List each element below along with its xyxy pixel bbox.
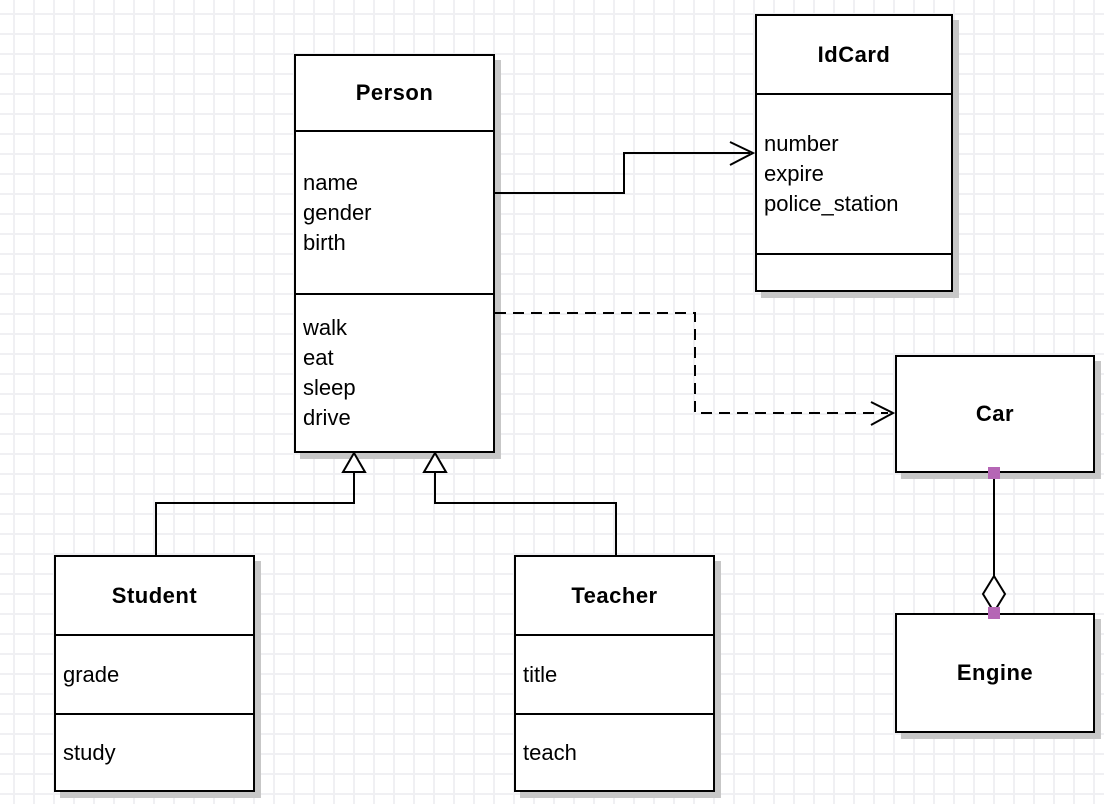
class-teacher-title: Teacher [571, 582, 658, 608]
class-car-title: Car [975, 401, 1015, 426]
class-person-title: Person [355, 80, 434, 105]
class-idcard-attributes: number expire police_station [757, 93, 951, 253]
association-line[interactable] [495, 152, 750, 194]
class-idcard[interactable]: IdCard number expire police_station [755, 14, 953, 292]
class-engine-title: Engine [956, 660, 1034, 685]
class-student-title: Student [111, 582, 198, 608]
class-teacher-attributes: title [516, 634, 713, 713]
edge-dependency-person-car[interactable] [495, 312, 896, 426]
open-arrowhead-icon [870, 401, 896, 426]
class-idcard-title: IdCard [817, 41, 891, 67]
edge-aggregation-car-engine[interactable] [981, 467, 1007, 619]
generalization-line[interactable] [434, 472, 617, 555]
edge-generalization-student-person[interactable] [155, 451, 367, 555]
class-teacher-methods: teach [516, 713, 713, 790]
class-teacher[interactable]: Teacher title teach [514, 555, 715, 792]
class-idcard-methods [757, 253, 951, 290]
class-student[interactable]: Student grade study [54, 555, 255, 792]
inheritance-triangle-icon [341, 451, 367, 473]
dependency-line[interactable] [495, 312, 888, 414]
class-student-attributes: grade [56, 634, 253, 713]
generalization-line[interactable] [155, 472, 355, 555]
class-car[interactable]: Car [895, 355, 1095, 473]
edge-association-person-idcard[interactable] [495, 141, 756, 194]
class-engine[interactable]: Engine [895, 613, 1095, 733]
inheritance-triangle-icon [422, 451, 448, 473]
class-person-attributes: name gender birth [296, 130, 493, 293]
class-student-methods: study [56, 713, 253, 790]
class-person-methods: walk eat sleep drive [296, 293, 493, 451]
class-person[interactable]: Person name gender birth walk eat sleep … [294, 54, 495, 453]
open-arrowhead-icon [729, 141, 756, 166]
edge-generalization-teacher-person[interactable] [422, 451, 617, 555]
